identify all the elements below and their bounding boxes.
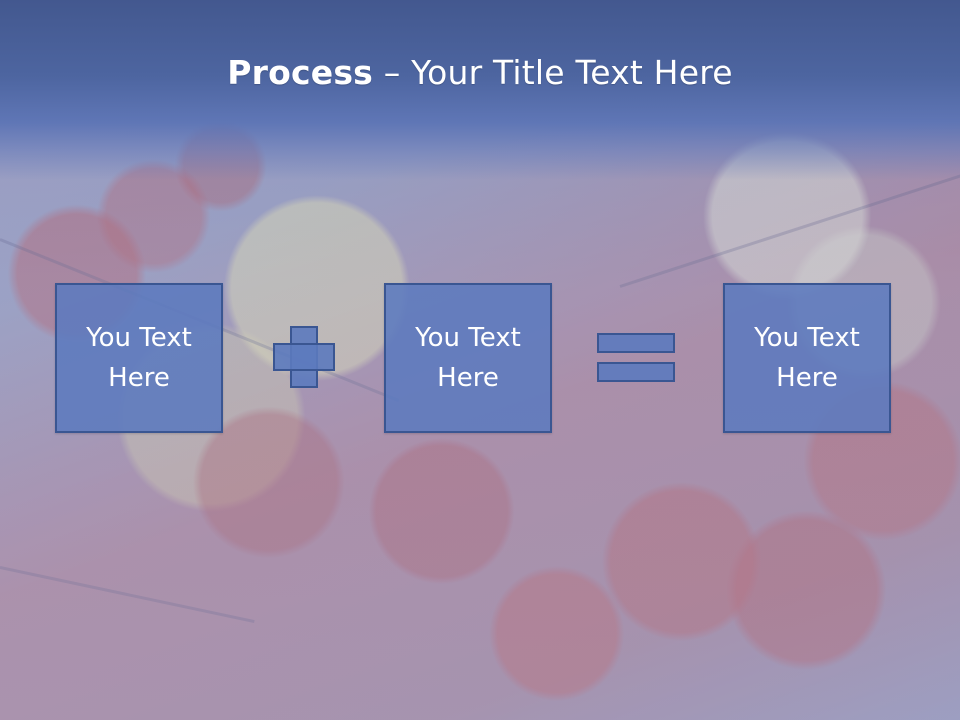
title-rest: – Your Title Text Here [373, 53, 733, 92]
slide-title[interactable]: Process – Your Title Text Here [0, 53, 960, 93]
plus-icon-horizontal [273, 343, 335, 371]
equals-icon-top-bar [597, 333, 675, 353]
equals-icon-bottom-bar [597, 362, 675, 382]
header-band [0, 0, 960, 180]
process-box-3[interactable]: You Text Here [723, 283, 891, 433]
title-bold: Process [227, 53, 374, 92]
process-box-2[interactable]: You Text Here [384, 283, 552, 433]
process-box-1[interactable]: You Text Here [55, 283, 223, 433]
